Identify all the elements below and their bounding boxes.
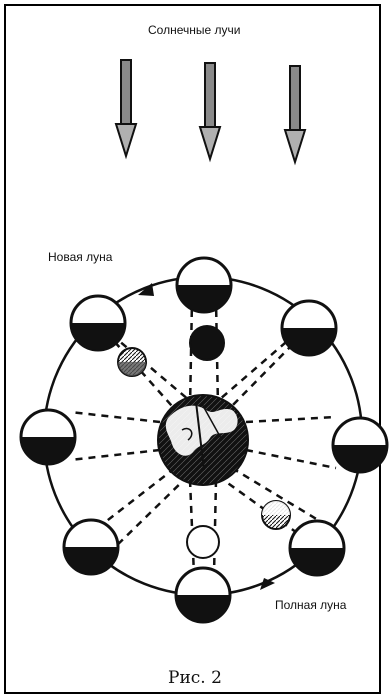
moon-top-right: [282, 301, 336, 355]
sun-rays-label: Солнечные лучи: [148, 23, 240, 37]
moon-bottom-right: [290, 521, 344, 575]
sun-ray-arrow-left: [116, 60, 136, 156]
moon-top: [177, 258, 231, 312]
earth-icon: [158, 395, 248, 485]
moon-bottom-left: [64, 520, 118, 574]
moon-top-left: [71, 296, 125, 350]
moon-bottom: [176, 568, 230, 622]
inner-moon-waning: [262, 501, 290, 529]
sun-ray-arrow-right: [285, 66, 305, 162]
inner-moon-full: [187, 526, 219, 558]
new-moon-label: Новая луна: [48, 250, 112, 264]
full-moon-label: Полная луна: [275, 598, 346, 612]
figure-caption: Рис. 2: [168, 668, 222, 688]
inner-moon-new: [190, 326, 224, 360]
moon-right: [333, 418, 387, 472]
sun-ray-arrow-center: [200, 63, 220, 159]
moon-left: [21, 410, 75, 464]
inner-moon-waxing: [118, 348, 146, 376]
